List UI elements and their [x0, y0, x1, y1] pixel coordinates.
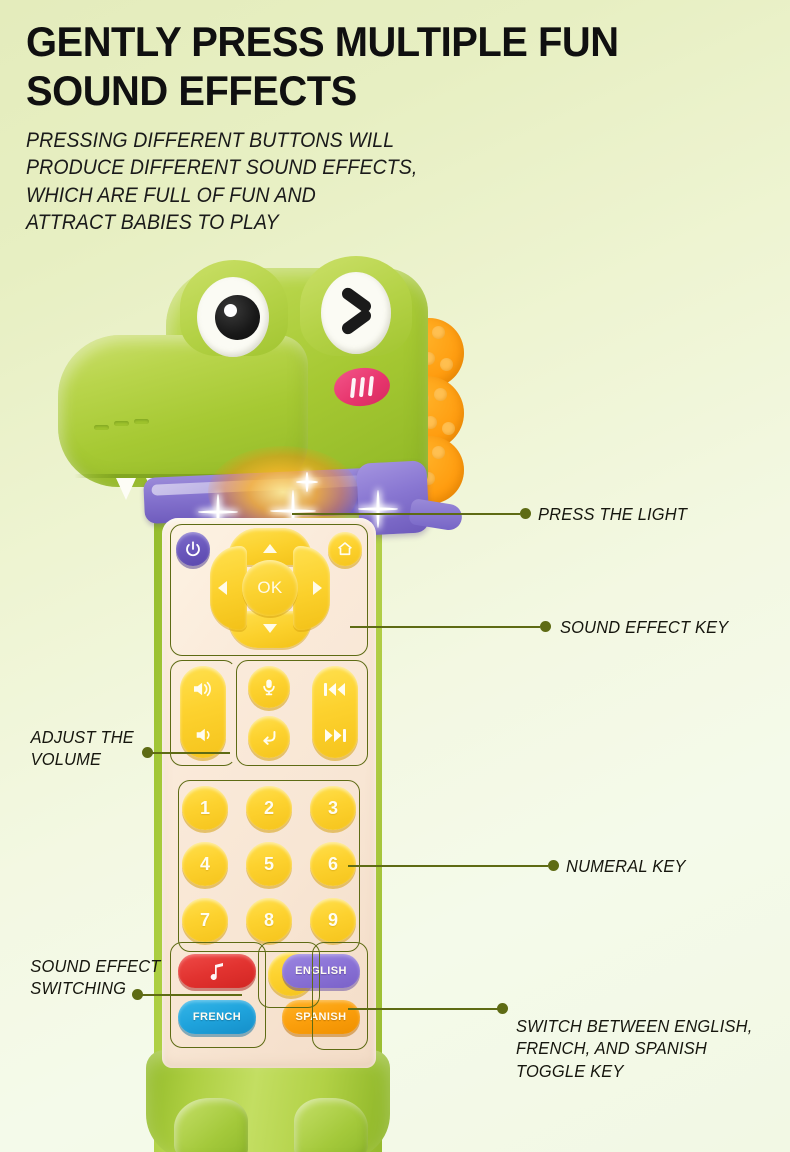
- callout-sound-switching-line-2: SWITCHING: [30, 978, 127, 999]
- crocodile-head: [58, 256, 464, 504]
- numeral-key-7[interactable]: 7: [182, 898, 228, 942]
- callout-language-toggle-line-1: SWITCH BETWEEN ENGLISH,: [516, 1016, 753, 1036]
- pupil-icon: [215, 295, 260, 340]
- home-button[interactable]: [328, 532, 362, 566]
- previous-track-icon[interactable]: [323, 682, 347, 697]
- page-title: GENTLY PRESS MULTIPLE FUN SOUND EFFECTS: [26, 18, 619, 114]
- callout-dot-language-toggle: [497, 1003, 508, 1014]
- nostril-ridge: [134, 419, 149, 424]
- ok-button[interactable]: OK: [242, 560, 298, 616]
- head-snout: [58, 335, 308, 500]
- callout-sound-switching: SOUND EFFECT SWITCHING: [30, 955, 160, 1000]
- leader-line-adjust-volume: [152, 752, 230, 754]
- callout-adjust-volume-line-1: ADJUST THE: [30, 727, 134, 747]
- back-button[interactable]: [248, 716, 290, 758]
- leader-line-press-light: [292, 513, 520, 515]
- track-rocker[interactable]: [312, 666, 358, 758]
- subtitle-line-1: PRESSING DIFFERENT BUTTONS WILL: [26, 129, 395, 152]
- numeral-key-1[interactable]: 1: [182, 786, 228, 830]
- numeral-key-8[interactable]: 8: [246, 898, 292, 942]
- leader-line-language-toggle: [348, 1008, 502, 1010]
- eye-highlight: [224, 304, 237, 317]
- numeral-key-2[interactable]: 2: [246, 786, 292, 830]
- callout-dot-numeral-key: [548, 860, 559, 871]
- numeral-key-3[interactable]: 3: [310, 786, 356, 830]
- page-subtitle: PRESSING DIFFERENT BUTTONS WILL PRODUCE …: [26, 127, 510, 236]
- dpad-left-button[interactable]: [210, 546, 247, 630]
- nostril-ridge: [94, 425, 109, 430]
- sound-effect-switch-button[interactable]: [178, 954, 256, 988]
- callout-language-toggle-line-2: FRENCH, AND SPANISH: [516, 1038, 707, 1059]
- callout-adjust-volume: ADJUST THE VOLUME: [31, 726, 134, 771]
- crocodile-remote-toy: OK: [58, 250, 478, 1152]
- toy-foot-left: [174, 1098, 248, 1152]
- volume-up-icon[interactable]: [192, 680, 214, 698]
- leader-line-sound-effect-key: [350, 626, 540, 628]
- next-track-icon[interactable]: [323, 728, 347, 743]
- volume-rocker[interactable]: [180, 666, 226, 758]
- callout-language-toggle: SWITCH BETWEEN ENGLISH, FRENCH, AND SPAN…: [516, 1015, 752, 1082]
- power-button[interactable]: [176, 532, 210, 566]
- callout-dot-sound-effect-key: [540, 621, 551, 632]
- leader-line-sound-switching: [142, 994, 242, 996]
- subtitle-line-4: ATTRACT BABIES TO PLAY: [26, 210, 279, 234]
- remote-control-panel: OK: [162, 518, 376, 1068]
- callout-language-toggle-line-3: TOGGLE KEY: [516, 1060, 624, 1081]
- subtitle-line-2: PRODUCE DIFFERENT SOUND EFFECTS,: [26, 156, 418, 180]
- dpad-right-button[interactable]: [293, 546, 330, 630]
- microphone-button[interactable]: [248, 666, 290, 708]
- toy-foot-right: [294, 1098, 368, 1152]
- callout-numeral-key: NUMERAL KEY: [566, 856, 686, 876]
- callout-dot-adjust-volume: [142, 747, 153, 758]
- callout-dot-press-light: [520, 508, 531, 519]
- wink-icon: [337, 285, 375, 337]
- spanish-language-button[interactable]: SPANISH: [282, 1000, 360, 1034]
- leader-line-numeral-key: [348, 865, 548, 867]
- french-language-button[interactable]: FRENCH: [178, 1000, 256, 1034]
- callout-adjust-volume-line-2: VOLUME: [30, 749, 102, 770]
- callout-press-light: PRESS THE LIGHT: [538, 504, 688, 524]
- volume-down-icon[interactable]: [194, 726, 212, 744]
- eye-right-winking: [321, 272, 391, 354]
- tooth: [116, 478, 136, 500]
- numeral-key-4[interactable]: 4: [182, 842, 228, 886]
- eye-left: [197, 277, 269, 357]
- direction-pad: OK: [208, 526, 332, 650]
- callout-dot-sound-switching: [132, 989, 143, 1000]
- english-language-button[interactable]: ENGLISH: [282, 954, 360, 988]
- numeral-key-5[interactable]: 5: [246, 842, 292, 886]
- numeral-key-6[interactable]: 6: [310, 842, 356, 886]
- subtitle-line-3: WHICH ARE FULL OF FUN AND: [26, 183, 316, 207]
- callout-sound-effect-key: SOUND EFFECT KEY: [560, 617, 729, 637]
- callout-sound-switching-line-1: SOUND EFFECT: [30, 956, 161, 976]
- nostril-ridge: [114, 421, 129, 426]
- numeral-key-9[interactable]: 9: [310, 898, 356, 942]
